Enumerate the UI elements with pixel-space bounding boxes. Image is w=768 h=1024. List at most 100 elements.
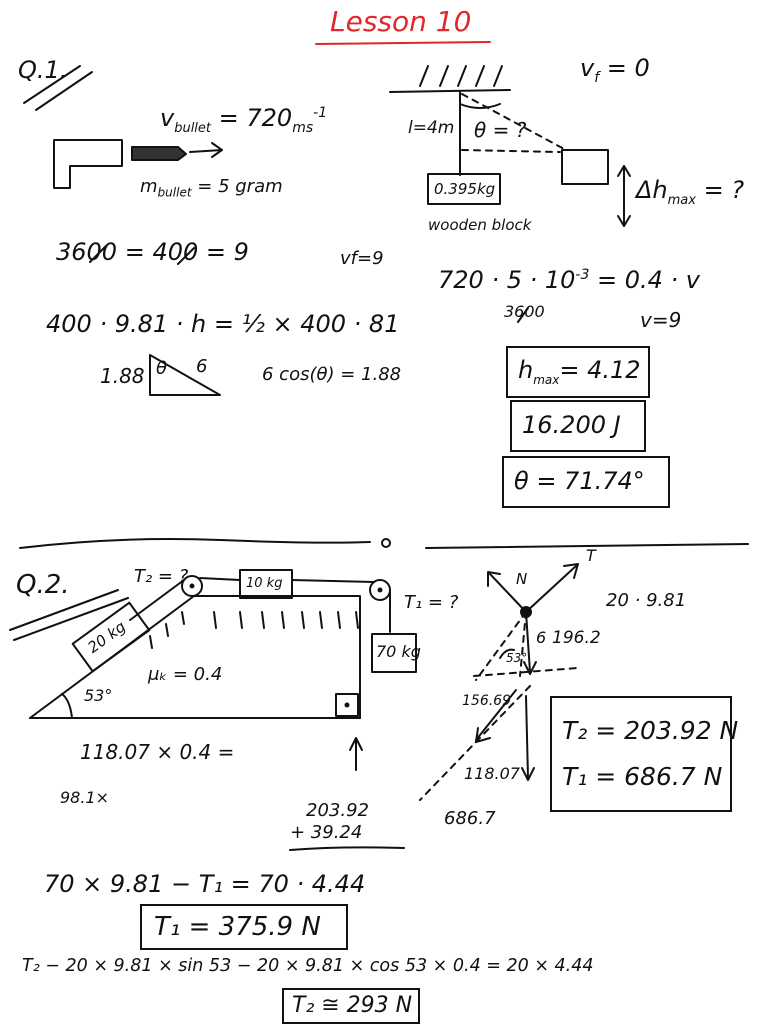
calc-981: 98.1× [60, 788, 110, 807]
answer-theta-box: θ = 71.74° [502, 456, 670, 508]
q1-label: Q.1. [18, 56, 68, 84]
strike-3600b [517, 307, 529, 323]
vf-label: vf = 0 [580, 56, 650, 85]
answer-hmax-sub: max [533, 372, 560, 387]
page-title: Lesson 10 [330, 5, 472, 38]
calc-4-right: 6 cos(θ) = 1.88 [262, 364, 402, 385]
answer-t2-final: T₂ ≅ 293 N [292, 993, 413, 1018]
answer-energy-box: 16.200 J [510, 400, 646, 452]
v-bullet-sub: bullet [174, 120, 212, 136]
sum-a: 203.92 [306, 800, 369, 821]
pulley-right [369, 579, 391, 601]
angle-label: 53° [84, 686, 113, 705]
incline-table [29, 595, 361, 719]
answer-hmax-value: = 4.12 [559, 356, 641, 384]
calc-2: 720 · 5 · 10-3 = 0.4 · v [438, 268, 700, 292]
v-bullet-main: v [160, 104, 175, 132]
answer-hmax-main: h [518, 356, 534, 384]
length-label: l=4m [408, 118, 455, 138]
answer-energy: 16.200 J [522, 411, 621, 439]
fbd-196: 196.2 [552, 628, 601, 648]
q2-underline [9, 589, 129, 641]
calc-1-side: vf=9 [340, 248, 384, 269]
fbd-angle: 53° [506, 651, 528, 665]
velocity-arrow [189, 142, 223, 158]
bullet-shape [131, 146, 187, 161]
fbd-tension: T [586, 546, 596, 565]
wooden-block [427, 173, 501, 205]
calc-mu: 118.07 × 0.4 = [80, 740, 235, 764]
equation-1: 70 × 9.81 − T₁ = 70 · 4.44 [44, 870, 366, 898]
v-bullet-exp: -1 [313, 105, 328, 121]
dh-main: Δh [636, 176, 668, 204]
answer-hmax-box: hmax= 4.12 [506, 346, 650, 398]
triangle-side: 6 [196, 356, 208, 377]
calc-3: 400 · 9.81 · h = ½ × 400 · 81 [46, 310, 400, 338]
small-triangle [149, 354, 221, 396]
t1-question: T₁ = ? [404, 592, 459, 613]
separator-right [425, 543, 749, 549]
ceiling [389, 65, 511, 93]
block-incline [71, 601, 151, 673]
vf-value: = 0 [606, 54, 650, 82]
block-label: wooden block [428, 216, 532, 234]
q1-underline [23, 65, 93, 111]
vf-sub: f [594, 69, 600, 86]
v-bullet-unit: ms [292, 119, 314, 136]
up-arrow [349, 737, 363, 771]
answer-t2-final-box: T₂ ≅ 293 N [282, 988, 420, 1024]
rope-top-left [199, 577, 241, 581]
m-bullet-label: mbullet = 5 gram [140, 178, 283, 199]
triangle-theta: θ [156, 358, 168, 379]
rope-incline [129, 579, 185, 621]
swing-line [461, 93, 567, 151]
fbd-normal: N [516, 570, 528, 588]
calc-2-exp: -3 [575, 267, 590, 283]
dh-value: = ? [703, 176, 745, 204]
fbd-6: 6 [536, 628, 547, 647]
sum-b: + 39.24 [290, 822, 363, 843]
answer-tensions-box: T₂ = 203.92 N T₁ = 686.7 N [550, 696, 738, 812]
answer-theta: θ = 71.74° [514, 467, 645, 495]
mass-hang: 70 kg [376, 642, 421, 661]
dh-arrow [617, 165, 631, 227]
equation-2: T₂ − 20 × 9.81 × sin 53 − 20 × 9.81 × co… [22, 956, 594, 976]
strike-400 [177, 247, 195, 265]
dh-sub: max [667, 192, 696, 208]
title-underline [315, 41, 491, 45]
v-bullet-value: = 720 [218, 104, 293, 132]
answer-hmax: hmax= 4.12 [518, 358, 641, 386]
answer-t1-box: T₁ = 686.7 N [562, 762, 723, 791]
block-top [239, 569, 293, 599]
mass-top: 10 kg [246, 576, 283, 591]
separator-left [19, 538, 371, 549]
calc-2-sub: 3600 [504, 302, 545, 321]
fbd-118: 118.07 [464, 764, 520, 783]
m-bullet-main: m [140, 176, 158, 197]
answer-t1-final-box: T₁ = 375.9 N [140, 904, 348, 950]
v-bullet-label: vbullet = 720ms-1 [160, 106, 327, 135]
calc-4-left: 1.88 [100, 364, 145, 388]
theta-question: θ = ? [474, 118, 527, 142]
strike-3600 [89, 245, 107, 263]
calc-1: 3600 = 400 = 9 [56, 238, 249, 266]
answer-t1-final: T₁ = 375.9 N [154, 912, 321, 942]
sum-underline [289, 846, 405, 851]
rope-top-right [291, 579, 375, 583]
height-line [461, 149, 561, 153]
dh-label: Δhmax = ? [636, 178, 744, 207]
m-bullet-value: = 5 gram [197, 176, 283, 197]
m-bullet-sub: bullet [157, 185, 192, 200]
fbd-156: 156.69 [462, 693, 511, 709]
calc-2-v: v=9 [640, 308, 682, 332]
answer-t2-box: T₂ = 203.92 N [562, 716, 739, 745]
calc-2-main: 720 · 5 · 10 [438, 266, 576, 294]
block-mass: 0.395kg [434, 180, 496, 198]
q2-label: Q.2. [16, 570, 70, 600]
block-hang [371, 633, 417, 673]
calc-2-rest: = 0.4 · v [597, 266, 700, 294]
fbd-686: 686.7 [444, 808, 496, 829]
mu-label: μₖ = 0.4 [148, 664, 223, 685]
